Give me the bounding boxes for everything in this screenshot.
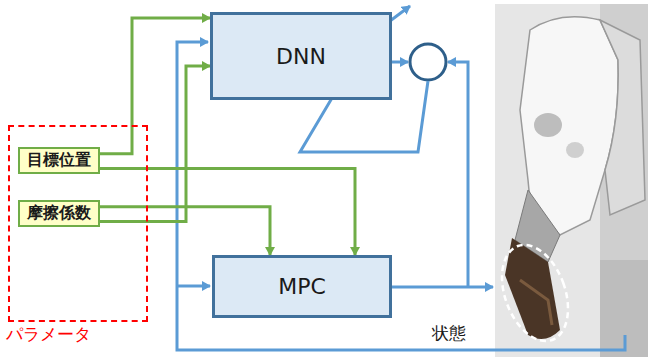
robot-photo — [490, 4, 648, 357]
node-label: 摩擦係数 — [27, 203, 91, 224]
parameter-arrow — [100, 169, 355, 255]
signal-label: 状態 — [432, 322, 466, 345]
parameter-arrow — [100, 18, 210, 154]
process-box: DNN — [210, 12, 392, 100]
group-label: パラメータ — [6, 323, 91, 346]
node-label: MPC — [278, 274, 326, 299]
parameter-box: 目標位置 — [18, 147, 100, 174]
node-label: DNN — [276, 44, 326, 69]
parameter-group: パラメータ目標位置摩擦係数 — [8, 125, 148, 322]
parameter-arrow — [100, 207, 270, 255]
parameter-box: 摩擦係数 — [18, 200, 100, 227]
node-label: 目標位置 — [27, 150, 91, 171]
process-box: MPC — [212, 255, 392, 318]
parameter-arrow — [100, 66, 210, 222]
